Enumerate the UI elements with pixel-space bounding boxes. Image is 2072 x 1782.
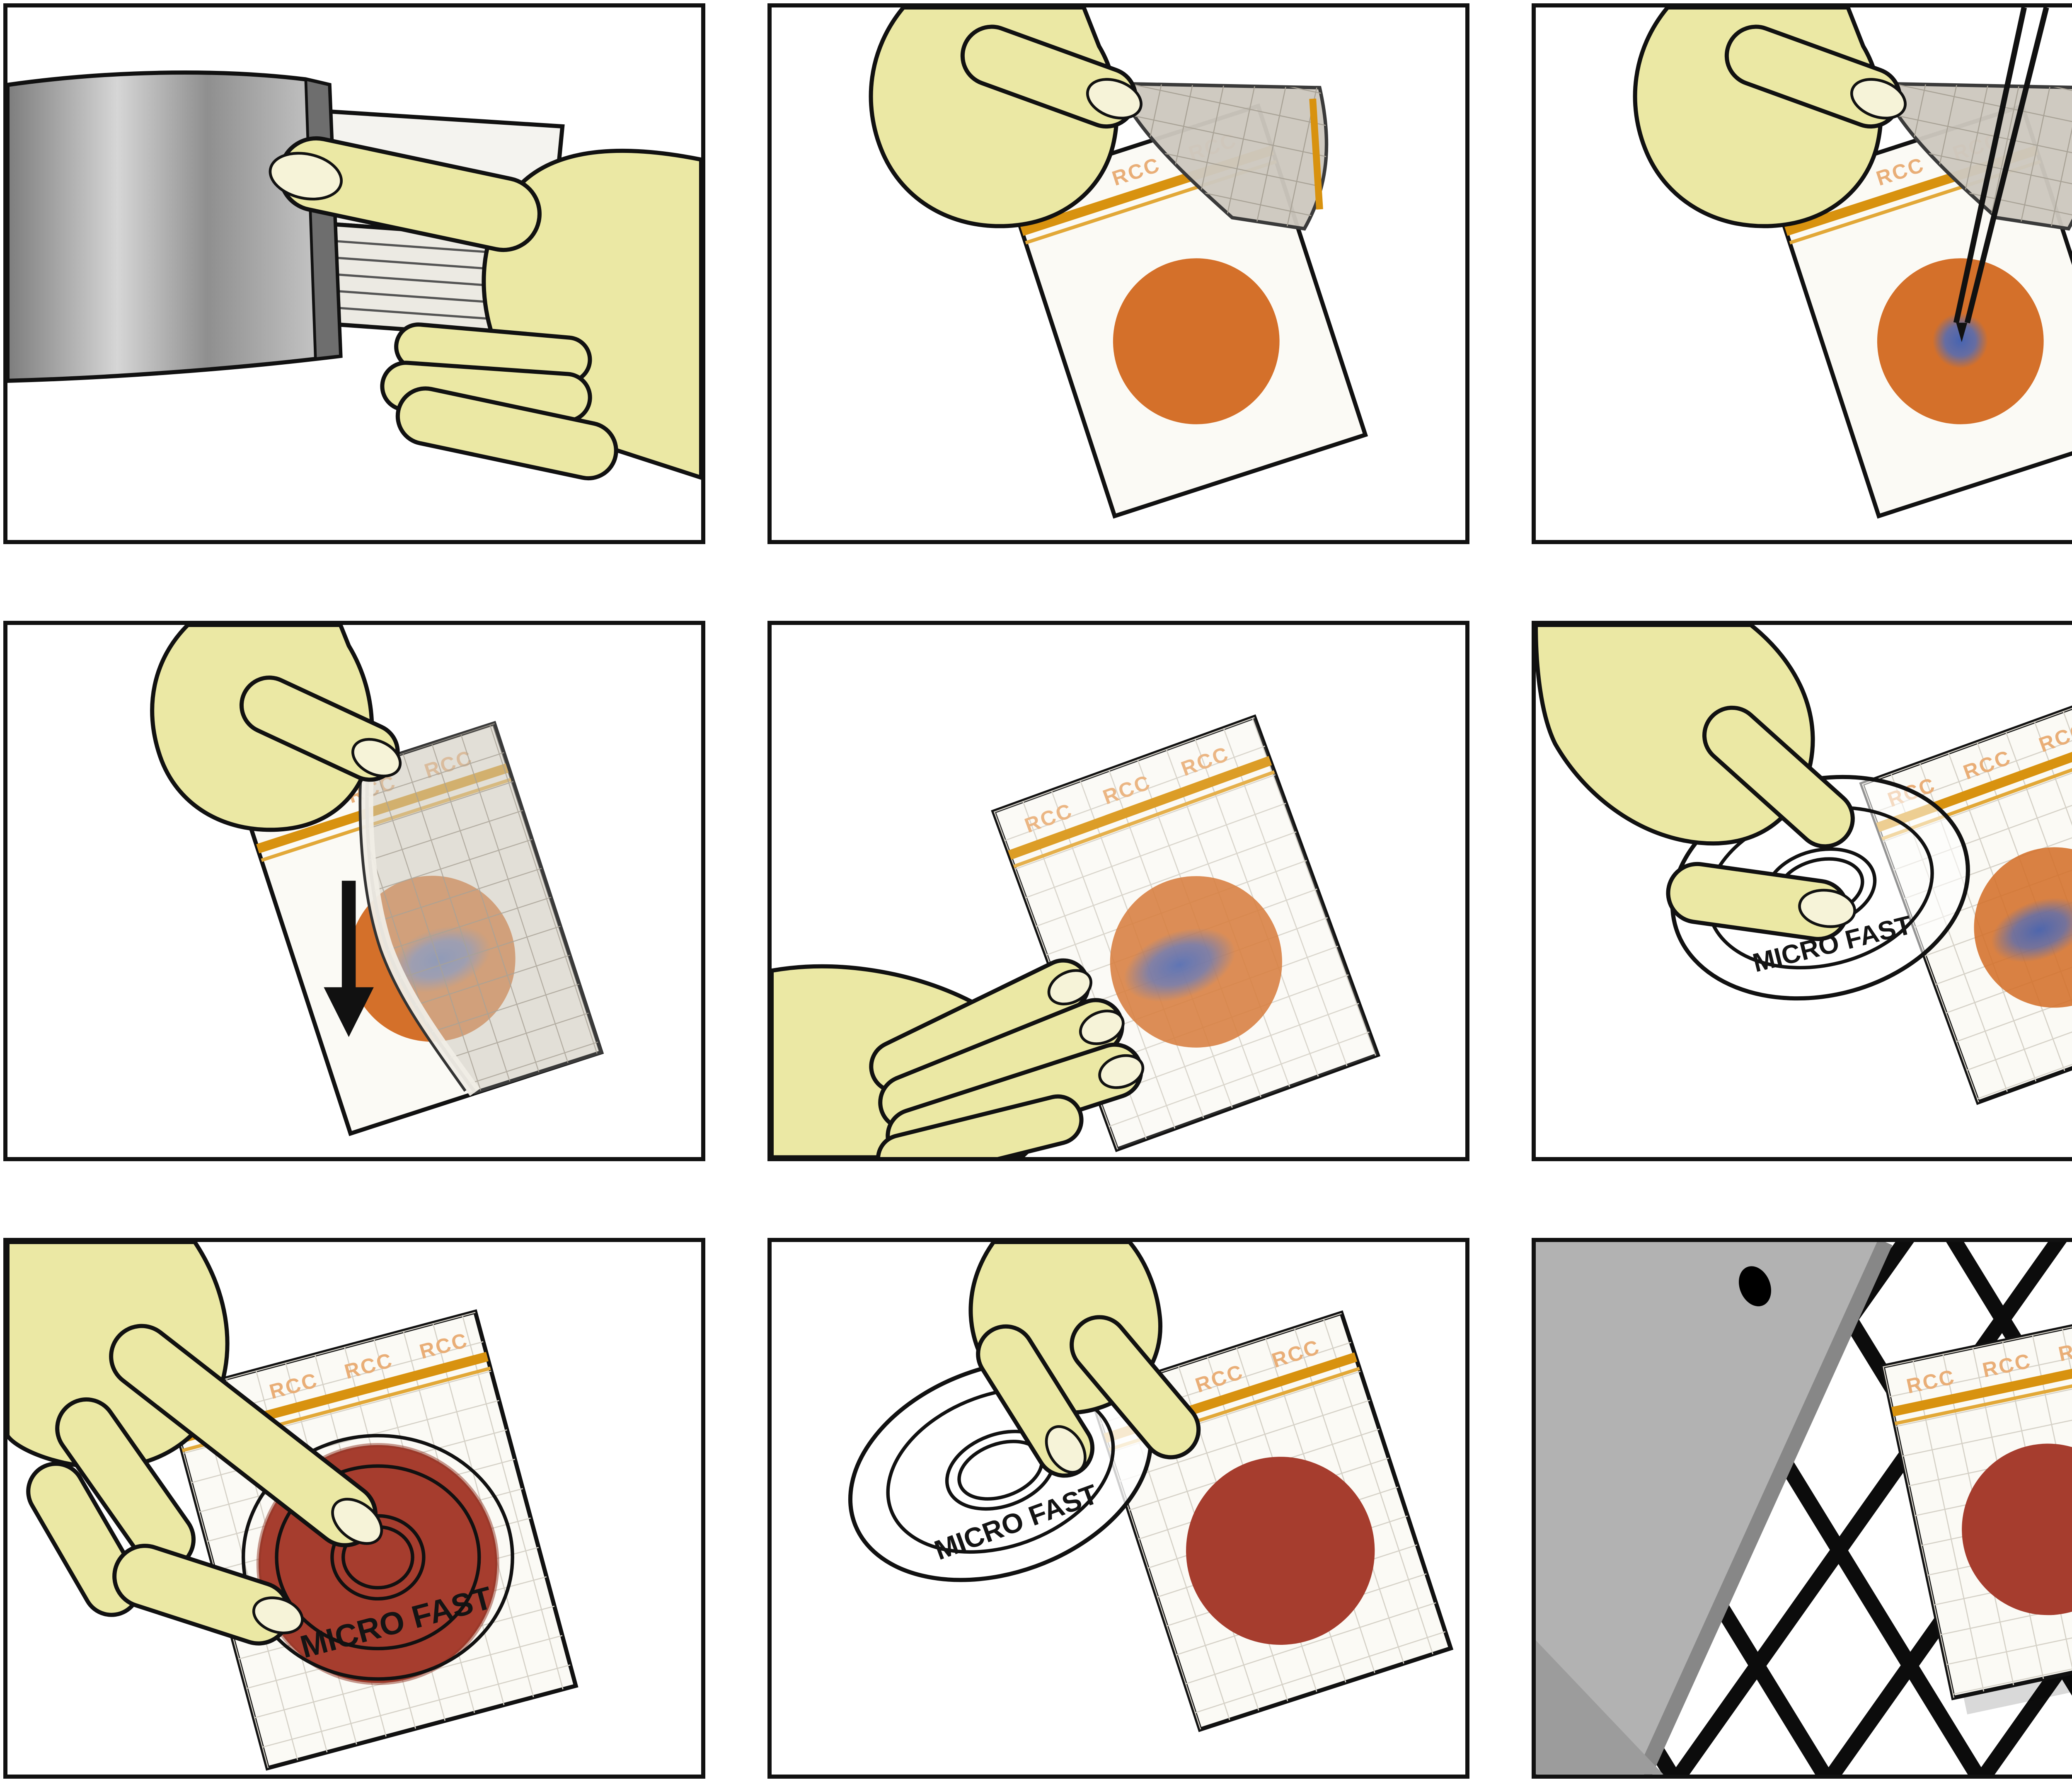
- film-curl: [361, 764, 480, 1096]
- finger: [26, 1462, 142, 1617]
- panel-step-3: RCC RCC RCC: [1532, 3, 2072, 544]
- step-8-illustration: RCC RCC RCC MICRO FAST: [848, 1242, 1454, 1732]
- press-down-arrow: [324, 880, 374, 1037]
- incubator-wall: [1536, 1242, 1893, 1775]
- panel-step-2: RCC RCC RCC: [767, 3, 1469, 544]
- step-9-illustration: RCC RCC RCC: [1536, 1242, 2072, 1775]
- top-film: [358, 721, 604, 1096]
- hand: [869, 7, 1143, 228]
- spreader: [241, 1434, 514, 1681]
- hand: [1633, 7, 1907, 228]
- incubated-sample-circle: [1962, 1443, 2072, 1615]
- panel-step-7: RCC RCC RCC RCC MICRO FAST: [3, 1238, 705, 1779]
- pipette: [1953, 7, 2049, 342]
- top-film: [1877, 82, 2072, 231]
- thumbnail: [1086, 78, 1143, 120]
- top-film: [1113, 82, 1329, 231]
- step-5-illustration: RCC RCC RCC: [772, 714, 1381, 1157]
- finger: [395, 386, 618, 481]
- culture-medium-circle: [1113, 258, 1280, 424]
- thumbnail: [1045, 1425, 1087, 1474]
- hand: [772, 958, 1145, 1157]
- panel-step-9: RCC RCC RCC: [1532, 1238, 2072, 1779]
- panel-step-4: RCC RCC RCC: [3, 620, 705, 1162]
- finger: [1702, 705, 1855, 848]
- hand: [7, 1242, 383, 1646]
- hand: [150, 625, 402, 832]
- film-curl-edge: [358, 763, 467, 1092]
- thumbnail: [252, 1596, 304, 1634]
- hand: [269, 136, 701, 481]
- spread-sample-circle: [1186, 1457, 1375, 1645]
- fingernail: [1047, 969, 1092, 1005]
- foil-pouch: [7, 70, 343, 383]
- sample-pool: [1991, 898, 2072, 962]
- sample-pool: [1123, 927, 1236, 1002]
- finger: [1070, 1315, 1201, 1460]
- hand: [968, 1242, 1201, 1478]
- thumbnail: [1798, 889, 1857, 928]
- panel-step-1: [3, 3, 705, 544]
- step-6-illustration: RCC RCC RCC MICRO FAST: [1536, 625, 2072, 1105]
- test-plate: RCC RCC RCC: [1880, 1311, 2072, 1701]
- step-7-illustration: RCC RCC RCC RCC MICRO FAST: [7, 1242, 579, 1771]
- sample-drop: [1932, 313, 1988, 368]
- film-strip: [1309, 98, 1323, 210]
- thumbnail: [1850, 78, 1907, 120]
- thumbnail: [269, 152, 343, 201]
- fingernail: [1098, 1054, 1145, 1089]
- pipette-tip: [1956, 322, 1968, 342]
- step-3-illustration: RCC RCC RCC: [1633, 7, 2072, 519]
- vent-hole: [1738, 1266, 1771, 1307]
- step-2-illustration: RCC RCC RCC: [869, 7, 1368, 519]
- panel-step-6: RCC RCC RCC MICRO FAST: [1532, 620, 2072, 1162]
- panel-step-5: RCC RCC RCC: [767, 620, 1469, 1162]
- stack-layer-lines: [197, 230, 549, 324]
- finger: [876, 1094, 1084, 1157]
- step-1-illustration: [7, 70, 701, 481]
- fingernail: [1079, 1009, 1125, 1045]
- step-4-illustration: RCC RCC RCC: [150, 625, 604, 1136]
- panel-step-8: RCC RCC RCC MICRO FAST: [767, 1238, 1469, 1779]
- fingernail: [331, 1498, 383, 1545]
- hand: [1536, 625, 1857, 941]
- thumbnail: [351, 738, 402, 777]
